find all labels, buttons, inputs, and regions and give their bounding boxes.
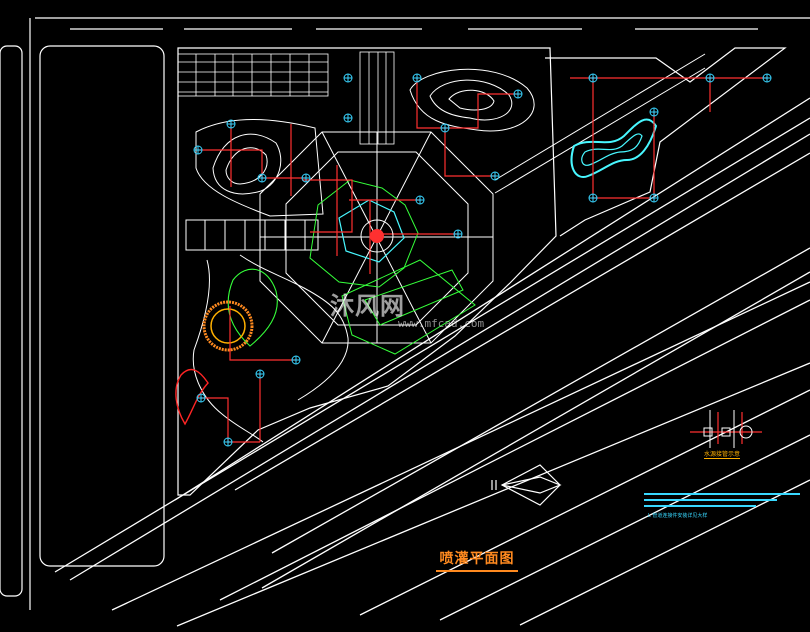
upper-right-site-boundary — [545, 47, 787, 237]
west-path-band — [185, 219, 319, 251]
north-arrow-icon — [491, 464, 562, 506]
drawing-title: 喷灌平面图 — [436, 548, 518, 572]
sprinkler-head-icon — [440, 123, 450, 133]
mountain-contour-2 — [429, 79, 513, 121]
sprinkler-head-icon — [257, 173, 267, 183]
mountain-contour-3 — [448, 89, 495, 111]
south-garden-path-2 — [239, 254, 349, 401]
sprinkler-head-icon — [223, 437, 233, 447]
supply-detail-caption: 水源接管示意 — [704, 451, 741, 459]
sprinkler-head-icon — [301, 173, 311, 183]
diagonal-road-system — [54, 97, 810, 627]
south-garden-path — [192, 259, 264, 443]
octagonal-plaza-inner — [285, 151, 469, 326]
watermark-url: www.mfcad.com — [398, 317, 485, 330]
sprinkler-head-icon — [412, 73, 422, 83]
drawing-title-text: 喷灌平面图 — [436, 548, 518, 572]
sprinkler-head-icon — [588, 193, 598, 203]
sprinkler-head-icon — [343, 113, 353, 123]
main-site-boundary — [177, 47, 557, 496]
diagonal-road-line-4 — [111, 281, 810, 611]
parking-grid — [177, 51, 395, 145]
fountain-polygon-2 — [341, 259, 476, 355]
sprinkler-head-icon — [762, 73, 772, 83]
sprinkler-head-icon — [453, 229, 463, 239]
parking-block-left — [177, 53, 329, 97]
garden-contour-west-1 — [212, 133, 282, 195]
circular-planting-inner — [210, 308, 246, 344]
diagonal-road-line-10 — [359, 389, 810, 616]
fountain-polygon-1 — [309, 179, 419, 288]
watermark-logo: 沐风网 — [330, 292, 405, 320]
legend-bars — [644, 493, 800, 507]
fountain-center — [360, 219, 394, 253]
legend-note: L 管道连接件安装详见大样 — [648, 513, 708, 519]
diagonal-path-upper — [494, 53, 706, 181]
irrigation-pipe-network — [198, 77, 767, 444]
diagonal-road-line-9 — [219, 299, 810, 601]
sprinkler-head-icon — [415, 195, 425, 205]
valve-icon — [739, 425, 753, 439]
sprinkler-head-icon — [255, 369, 265, 379]
diagonal-road-line-3 — [271, 247, 810, 554]
water-channel-inner — [581, 133, 643, 166]
sprinkler-head-icon — [193, 145, 203, 155]
diagonal-road-line-7 — [69, 133, 810, 581]
sprinkler-head-icon — [705, 73, 715, 83]
sprinkler-heads — [193, 73, 772, 447]
detail-pipe-fitting-1 — [703, 427, 713, 437]
circular-planting — [202, 300, 254, 352]
pipe-mountain — [416, 78, 518, 177]
planting-and-water — [175, 118, 658, 426]
mountain-contour-1 — [409, 68, 535, 132]
west-planting-bed — [227, 268, 278, 347]
sprinkler-head-icon — [588, 73, 598, 83]
water-channel — [570, 118, 658, 178]
sprinkler-head-icon — [196, 393, 206, 403]
pipe-fountain — [349, 199, 458, 274]
left-road-block — [39, 45, 165, 567]
pipe-plaza-west — [302, 165, 353, 256]
diagonal-road-line-6 — [54, 117, 810, 573]
sprinkler-head-icon — [649, 193, 659, 203]
pipe-south-garden — [201, 306, 296, 443]
fountain-polygon-3 — [364, 269, 464, 326]
sprinkler-head-icon — [291, 355, 301, 365]
fountain-core — [370, 229, 384, 243]
sprinkler-head-icon — [490, 171, 500, 181]
diagonal-road-line-2 — [234, 152, 810, 491]
detail-pipe-fitting-2 — [721, 427, 731, 437]
fountain-ring — [360, 219, 394, 253]
diagonal-road-line-1 — [174, 97, 810, 501]
diagonal-road-line-5 — [176, 362, 810, 627]
pipe-west-garden — [198, 124, 306, 196]
sprinkler-head-icon — [649, 107, 659, 117]
sprinkler-head-icon — [343, 73, 353, 83]
sprinkler-head-icon — [513, 89, 523, 99]
site-outline — [0, 17, 810, 610]
south-planting-bed — [175, 368, 209, 426]
left-edge-block — [0, 45, 23, 597]
diagonal-road-line-8 — [261, 271, 810, 589]
diagonal-road-line-12 — [519, 479, 810, 626]
supply-detail — [703, 410, 753, 448]
diagonal-path-lower — [494, 67, 706, 194]
diagonal-road-line-11 — [439, 434, 810, 621]
sprinkler-head-icon — [226, 119, 236, 129]
